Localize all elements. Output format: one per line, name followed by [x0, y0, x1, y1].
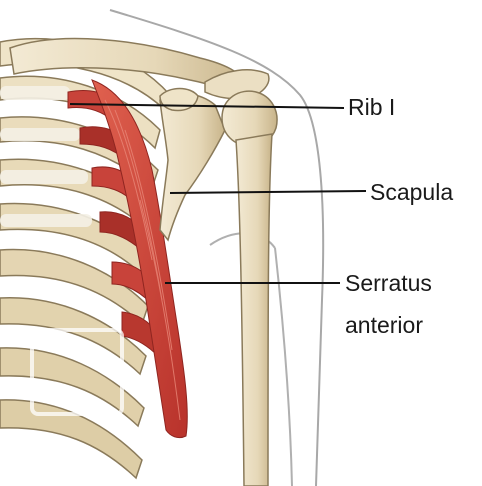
rib-label: Rib I: [348, 94, 395, 121]
serratus-label-line2: anterior: [345, 312, 423, 339]
scapula: [160, 94, 225, 240]
scapula-label: Scapula: [370, 179, 453, 206]
scapula-leader-line: [170, 191, 366, 193]
serratus-label-line1: Serratus: [345, 270, 432, 297]
watermark-logo: [30, 328, 124, 416]
humerus-shaft: [236, 134, 272, 486]
